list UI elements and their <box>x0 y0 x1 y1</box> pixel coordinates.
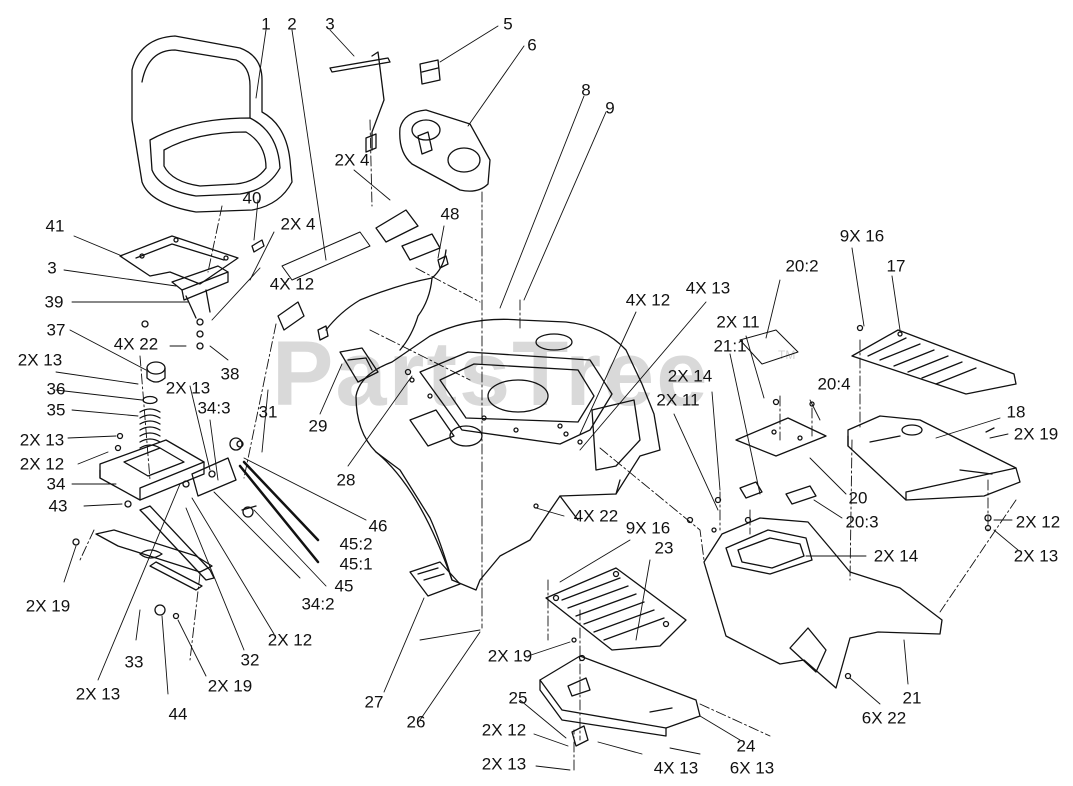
callout-41: 41 <box>45 216 65 236</box>
callout-21-1: 21:1 <box>713 336 747 356</box>
plate-24-part <box>539 637 701 747</box>
seat-plate-part <box>119 235 239 285</box>
seat-rail-parts <box>72 505 215 620</box>
callout-2x12: 2X 12 <box>267 630 313 650</box>
callout-2x19: 2X 19 <box>1013 424 1059 444</box>
switch-part <box>419 59 441 85</box>
plate-27-part <box>409 561 461 597</box>
callout-25: 25 <box>508 688 528 708</box>
callout-38: 38 <box>220 364 240 384</box>
footrest-17-part <box>851 324 1017 395</box>
callout-2x13: 2X 13 <box>1013 546 1059 566</box>
callout-2: 2 <box>287 14 297 34</box>
callout-2x12: 2X 12 <box>19 454 65 474</box>
callout-2x13: 2X 13 <box>165 378 211 398</box>
callout-2x13: 2X 13 <box>19 430 65 450</box>
callout-23: 23 <box>654 538 674 558</box>
leader-lines <box>55 25 1019 771</box>
callout-4x13: 4X 13 <box>653 758 699 778</box>
callout-24: 24 <box>736 736 756 756</box>
callout-45-1: 45:1 <box>339 554 373 574</box>
callout-2x13: 2X 13 <box>17 350 63 370</box>
callout-31: 31 <box>258 402 278 422</box>
callout-26: 26 <box>406 712 426 732</box>
callout-2x14: 2X 14 <box>667 366 713 386</box>
callout-6x22: 6X 22 <box>861 708 907 728</box>
callout-9x16: 9X 16 <box>839 226 885 246</box>
callout-20-3: 20:3 <box>845 512 879 532</box>
bracket-29-part <box>339 347 415 383</box>
callout-17: 17 <box>886 256 906 276</box>
callout-36: 36 <box>46 379 66 399</box>
callout-2x13: 2X 13 <box>481 754 527 774</box>
callout-28: 28 <box>336 470 356 490</box>
callout-21: 21 <box>902 688 922 708</box>
callout-27: 27 <box>364 692 384 712</box>
callout-2x19: 2X 19 <box>25 596 71 616</box>
callout-34: 34 <box>46 474 66 494</box>
callout-20-4: 20:4 <box>817 374 851 394</box>
callout-2x19: 2X 19 <box>207 676 253 696</box>
callout-45-2: 45:2 <box>339 534 373 554</box>
callout-37: 37 <box>46 320 66 340</box>
platform-18-part <box>847 415 1021 532</box>
ignition-key-part <box>329 51 391 153</box>
callout-4x12: 4X 12 <box>625 290 671 310</box>
callout-44: 44 <box>168 704 188 724</box>
callout-2x11: 2X 11 <box>656 390 700 410</box>
callout-34-2: 34:2 <box>301 594 335 614</box>
callout-8: 8 <box>581 80 591 100</box>
callout-4x13: 4X 13 <box>685 278 731 298</box>
callout-4x22: 4X 22 <box>113 334 159 354</box>
fender-tank-part <box>703 517 943 689</box>
callout-35: 35 <box>46 400 66 420</box>
callout-4x22: 4X 22 <box>573 506 619 526</box>
watermark-trademark: TM <box>778 348 796 362</box>
callout-2x12: 2X 12 <box>1015 512 1061 532</box>
callout-2x11: 2X 11 <box>716 312 760 332</box>
callout-20-2: 20:2 <box>785 256 819 276</box>
callout-34-3: 34:3 <box>197 398 231 418</box>
callout-3: 3 <box>325 14 335 34</box>
callout-40: 40 <box>242 188 262 208</box>
console-part <box>399 109 491 192</box>
callout-2x4: 2X 4 <box>280 214 316 234</box>
callout-4x12: 4X 12 <box>269 274 315 294</box>
callout-29: 29 <box>308 416 328 436</box>
callout-6: 6 <box>527 35 537 55</box>
callout-2x14: 2X 14 <box>873 546 919 566</box>
callout-6x13: 6X 13 <box>729 758 775 778</box>
callout-1: 1 <box>261 14 271 34</box>
callout-20: 20 <box>848 488 868 508</box>
spring-knob-assembly <box>114 361 166 452</box>
seat-switch-parts <box>229 437 257 518</box>
callout-32: 32 <box>240 650 260 670</box>
callout-2x12: 2X 12 <box>481 720 527 740</box>
callout-43: 43 <box>48 496 68 516</box>
callout-9: 9 <box>605 98 615 118</box>
callout-45: 45 <box>334 576 354 596</box>
callout-46: 46 <box>368 516 388 536</box>
callout-2x4: 2X 4 <box>334 150 370 170</box>
callout-33: 33 <box>124 652 144 672</box>
decal-20-parts <box>533 329 827 533</box>
callout-9x16: 9X 16 <box>625 518 671 538</box>
seat-adjust-base-part <box>99 439 237 508</box>
callout-39: 39 <box>44 292 64 312</box>
callout-2x13: 2X 13 <box>75 684 121 704</box>
callout-18: 18 <box>1006 402 1026 422</box>
callout-2x19: 2X 19 <box>487 646 533 666</box>
callout-3: 3 <box>47 258 57 278</box>
callout-48: 48 <box>440 204 460 224</box>
seat-part <box>131 35 293 213</box>
hood-body-part <box>355 318 661 591</box>
seat-bracket-part <box>141 239 265 350</box>
footrest-23-part <box>545 567 687 651</box>
callout-5: 5 <box>503 14 513 34</box>
assembly-lines <box>79 119 1017 771</box>
